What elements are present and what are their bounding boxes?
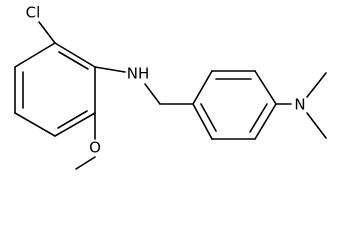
right-ring-bond [254, 103, 277, 140]
right-ring-bond [192, 103, 213, 140]
n-methyl-lower-bond [306, 112, 327, 139]
chlorine-bond [38, 21, 56, 44]
methoxy-oxygen-label: O [89, 139, 101, 157]
dimethylamino-nitrogen-label: N [294, 96, 305, 114]
amine-nh-label: NH [127, 65, 150, 83]
chemical-structure: Cl O NH N [14, 4, 327, 170]
right-ring [192, 70, 277, 140]
n-methyl-upper-bond [306, 72, 327, 98]
left-ring-bond [14, 42, 56, 68]
left-ring [14, 42, 96, 137]
right-ring-bond [254, 70, 277, 105]
left-ring-double-bond [58, 51, 89, 70]
left-ring-double-bond [57, 110, 88, 129]
methoxy-methyl-bond [75, 156, 96, 170]
left-ring-bond [54, 112, 96, 137]
nh-ch2-bond [144, 83, 161, 105]
structure-canvas: Cl O NH N [14, 3, 327, 170]
left-ring-bond [14, 112, 56, 137]
left-ring-bond [54, 42, 96, 68]
right-ring-bond [192, 70, 213, 105]
right-ring-double-bond [200, 103, 217, 132]
chlorine-label: Cl [26, 4, 41, 22]
right-ring-double-bond [249, 103, 268, 133]
aniline-nh-bond [94, 66, 126, 73]
